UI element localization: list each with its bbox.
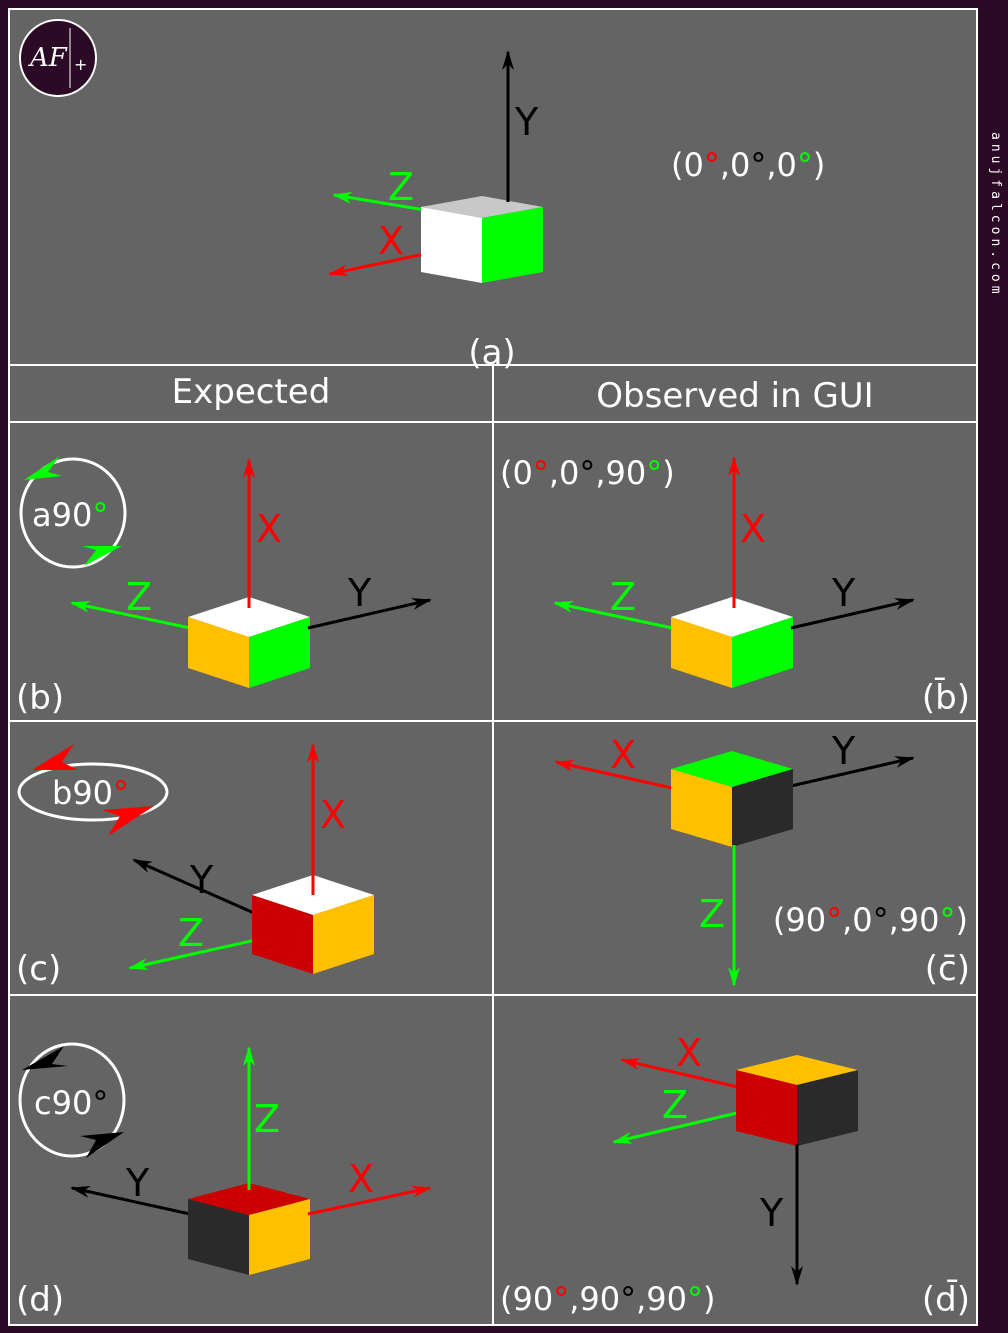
x-axis-label: X xyxy=(348,1157,374,1201)
y-axis-arrow xyxy=(790,598,915,630)
rotation-indicator: b90° xyxy=(17,744,169,836)
x-axis-label: X xyxy=(676,1031,702,1075)
panel-label: (d̄) xyxy=(922,1279,970,1320)
panel-label: (c̄) xyxy=(925,949,970,989)
y-axis-label: Y xyxy=(831,571,856,615)
panel-d-observed: X Z Y (90°,90°,90°) (d̄) xyxy=(500,1031,970,1320)
z-axis-label: Z xyxy=(610,575,636,619)
panel-b-observed: (0°,0°,90°) X Y Z (b̄) xyxy=(500,454,970,718)
header-observed: Observed in GUI xyxy=(596,376,873,416)
panel-label: (b̄) xyxy=(922,677,970,718)
y-axis-arrow xyxy=(790,756,915,788)
x-axis-label: X xyxy=(740,507,766,551)
panel-label: (d) xyxy=(16,1280,64,1320)
y-axis-label: Y xyxy=(759,1191,784,1235)
y-axis-label: Y xyxy=(831,729,856,773)
z-axis-label: Z xyxy=(126,575,152,619)
y-axis-label: Y xyxy=(189,858,214,902)
x-axis-label: X xyxy=(378,219,404,263)
cube xyxy=(188,1183,310,1275)
cube xyxy=(421,196,543,283)
y-axis-label: Y xyxy=(514,100,539,144)
x-axis-label: X xyxy=(256,507,282,551)
header-expected: Expected xyxy=(172,372,331,412)
z-axis-label: Z xyxy=(254,1097,280,1141)
cube xyxy=(188,597,310,688)
panel-c: b90° X Y Z (c) xyxy=(16,743,374,989)
panel-label: (a) xyxy=(468,333,515,373)
y-axis-arrow xyxy=(307,598,432,630)
z-axis-label: Z xyxy=(699,892,725,936)
x-axis-arrow xyxy=(307,1185,432,1216)
logo-plus: + xyxy=(74,55,87,74)
logo-text: AF xyxy=(28,43,68,73)
y-axis-arrow xyxy=(132,858,255,915)
z-axis-label: Z xyxy=(388,165,414,209)
z-axis-arrow xyxy=(70,600,191,630)
panel-a: Y Z X (0°,0°,0°) (a) xyxy=(328,50,825,373)
y-axis-label: Y xyxy=(125,1161,150,1205)
site-watermark: anujfalcon.com xyxy=(988,132,1003,298)
x-axis-label: X xyxy=(320,793,346,837)
panel-label: (b) xyxy=(16,678,64,718)
rotation-label: c90° xyxy=(34,1084,108,1122)
logo-badge: AF + xyxy=(19,19,97,97)
angle-readout: (0°,0°,90°) xyxy=(500,454,675,492)
panel-d: c90° Z X Y (d) xyxy=(16,1042,432,1320)
z-axis-label: Z xyxy=(662,1083,688,1127)
rotation-indicator: a90° xyxy=(19,456,127,569)
angle-readout: (90°,90°,90°) xyxy=(500,1280,715,1318)
cube xyxy=(736,1055,858,1146)
cube xyxy=(671,597,793,688)
x-axis-label: X xyxy=(610,733,636,777)
panel-c-observed: X Y Z (90°,0°,90°) (c̄) xyxy=(554,729,970,989)
rotation-label: a90° xyxy=(32,496,108,534)
angle-readout: (90°,0°,90°) xyxy=(773,901,968,939)
z-axis-arrow xyxy=(612,1106,759,1144)
panel-b: a90° X Y Z (b) xyxy=(16,456,432,718)
y-axis-label: Y xyxy=(347,571,372,615)
x-axis-arrow xyxy=(620,1058,739,1089)
rotation-label: b90° xyxy=(52,774,129,812)
cube xyxy=(671,751,793,847)
cube xyxy=(252,875,374,974)
panel-label: (c) xyxy=(16,949,61,989)
grid-lines xyxy=(9,364,977,1325)
x-axis-arrow xyxy=(554,760,673,790)
angle-readout: (0°,0°,0°) xyxy=(671,146,825,184)
z-axis-label: Z xyxy=(178,911,204,955)
y-axis-arrow xyxy=(70,1186,191,1216)
z-axis-arrow xyxy=(553,600,673,630)
rotation-indicator: c90° xyxy=(18,1042,126,1158)
